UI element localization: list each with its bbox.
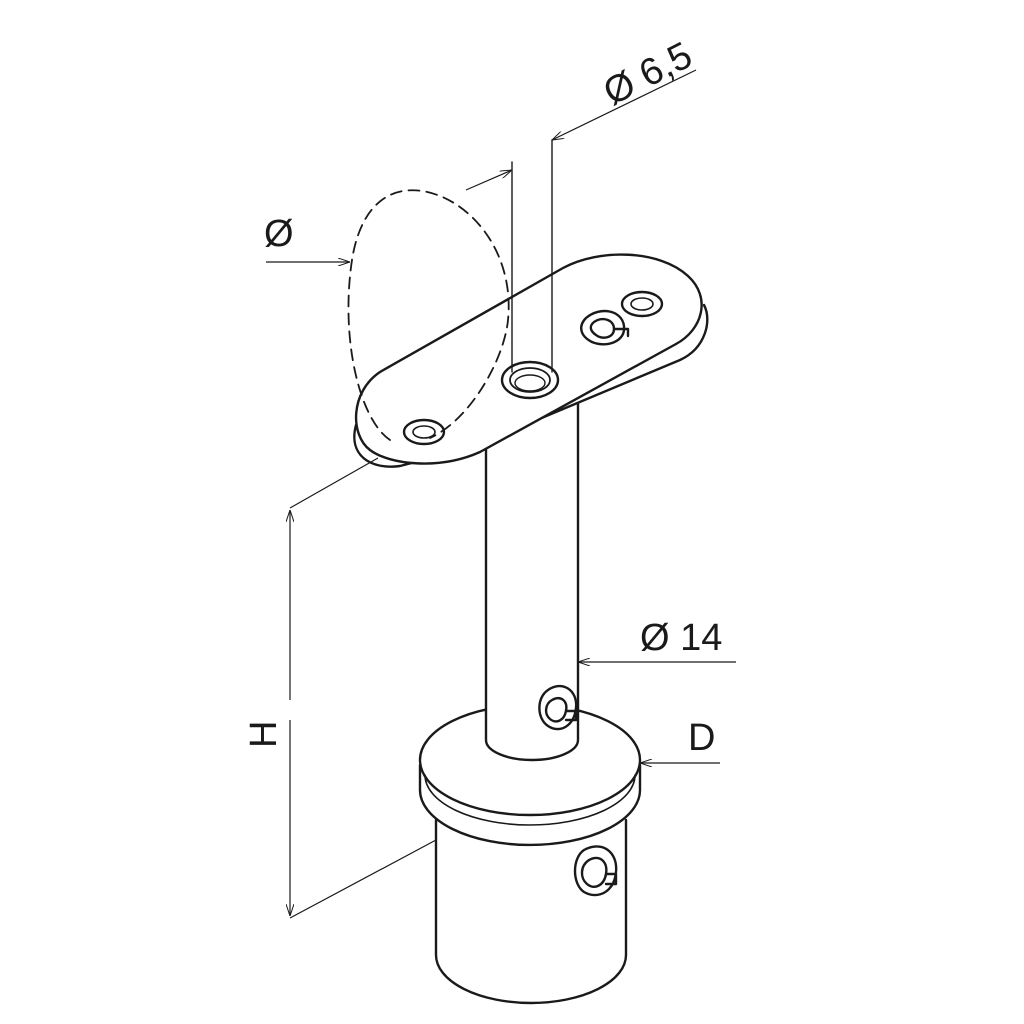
label-cup-diameter: D	[688, 717, 715, 759]
cup-grub-screw-icon	[573, 845, 618, 897]
dimension-line-bolt	[552, 69, 697, 140]
label-post-diameter: Ø 14	[640, 617, 722, 659]
mounting-hole-icon	[402, 418, 446, 446]
handrail-outline	[347, 189, 510, 441]
post-tube	[484, 398, 580, 762]
dimension-line-rail	[266, 170, 512, 262]
dimension-line-height	[290, 457, 437, 919]
bolt-axis-lines	[511, 139, 553, 373]
plate-grub-screw-icon	[580, 309, 630, 346]
label-height: H	[243, 721, 285, 748]
label-rail-diameter: Ø	[264, 213, 294, 255]
label-bolt-diameter: Ø 6,5	[597, 34, 699, 114]
bolt-hole-icon	[500, 360, 560, 400]
post-grub-screw-icon	[538, 684, 578, 731]
mounting-hole-icon	[620, 290, 664, 318]
saddle-plate	[353, 253, 709, 468]
